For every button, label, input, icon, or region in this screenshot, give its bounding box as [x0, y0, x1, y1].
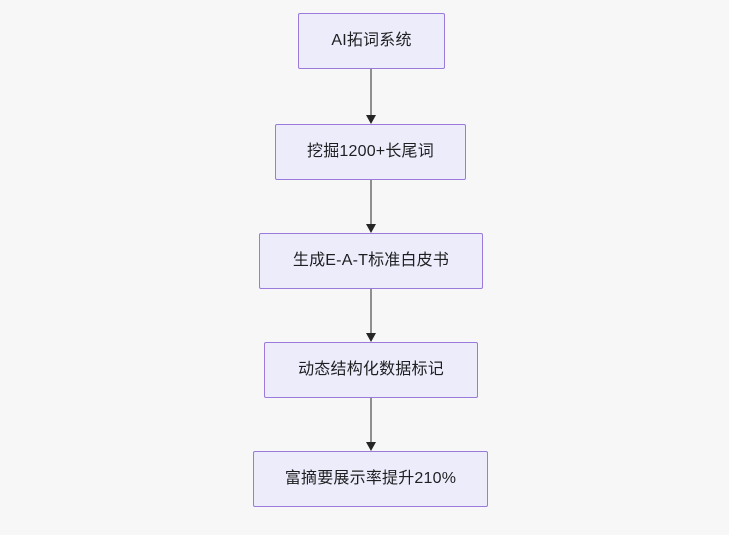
flow-node-rich-snippet-impression-uplift[interactable]: 富摘要展示率提升210% [253, 451, 488, 507]
edge-line [369, 398, 373, 443]
arrowhead-icon [365, 224, 376, 233]
flow-node-mine-longtail-keywords[interactable]: 挖掘1200+长尾词 [275, 124, 466, 180]
arrowhead-icon [365, 115, 376, 124]
arrowhead-icon [365, 333, 376, 342]
edge-line [369, 69, 373, 116]
flow-node-dynamic-structured-data-markup[interactable]: 动态结构化数据标记 [264, 342, 478, 398]
flow-node-generate-eat-whitepaper[interactable]: 生成E-A-T标准白皮书 [259, 233, 483, 289]
edge-line [369, 289, 373, 334]
flow-node-ai-keyword-system[interactable]: AI拓词系统 [298, 13, 445, 69]
edge-line [369, 180, 373, 225]
arrowhead-icon [365, 442, 376, 451]
